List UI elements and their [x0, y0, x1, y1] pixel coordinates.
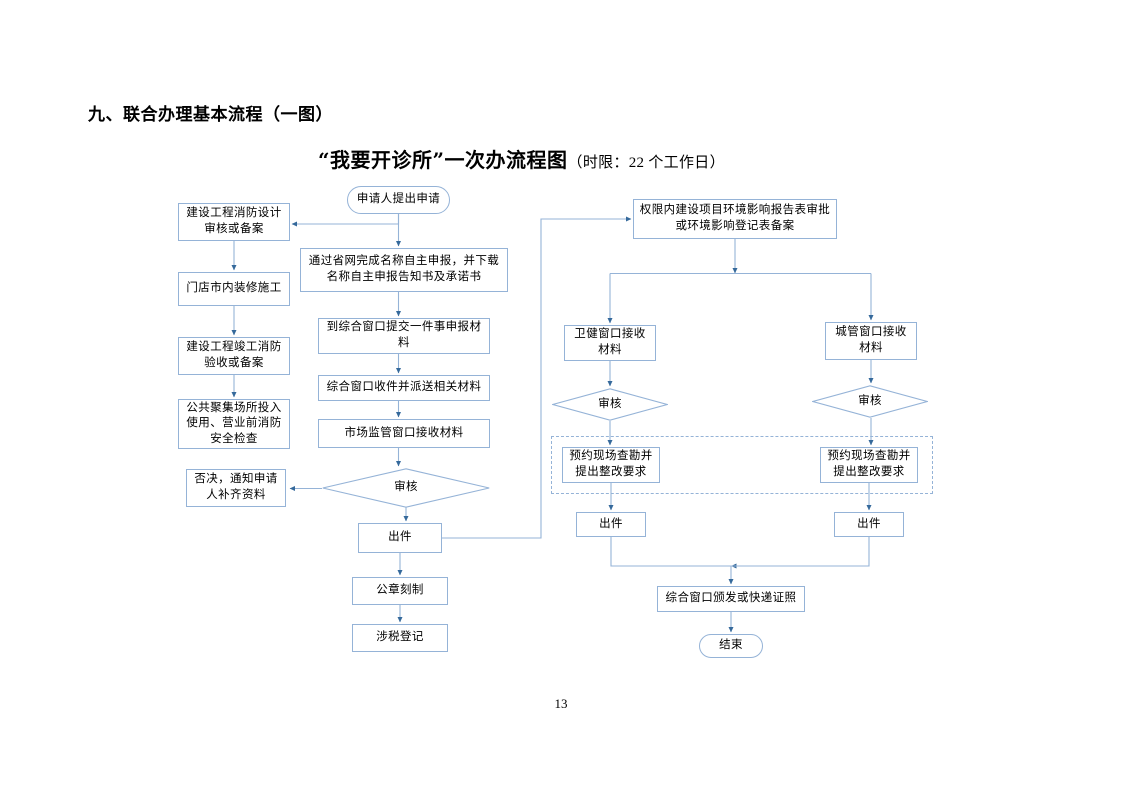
- chart-title-note: （时限：22 个工作日）: [567, 155, 725, 171]
- node-review-c: 审核: [322, 468, 490, 508]
- node-label: 城管窗口接收材料: [835, 326, 907, 354]
- node-label: 否决，通知申请人补齐资料: [194, 473, 278, 501]
- node-grant: 综合窗口颁发或快递证照: [657, 586, 805, 612]
- node-label: 预约现场查勘并提出整改要求: [827, 450, 911, 478]
- node-label: 公章刻制: [376, 584, 424, 597]
- node-fire-design: 建设工程消防设计审核或备案: [178, 203, 290, 241]
- node-review-r: 审核: [812, 385, 928, 418]
- diamond-shape: [552, 388, 668, 421]
- node-issue-c: 出件: [358, 523, 442, 553]
- node-label: 出件: [388, 531, 412, 544]
- node-label: 市场监管窗口接收材料: [344, 426, 464, 439]
- node-label: 涉税登记: [376, 631, 424, 644]
- node-name-decl: 通过省网完成名称自主申报，并下载名称自主申报告知书及承诺书: [300, 248, 508, 292]
- node-label: 建设工程消防设计审核或备案: [186, 207, 282, 235]
- node-label: 审核: [394, 481, 418, 494]
- node-label: 审核: [598, 397, 622, 410]
- node-issue-r: 出件: [834, 512, 904, 537]
- node-fire-check: 公共聚集场所投入使用、营业前消防安全检查: [178, 399, 290, 449]
- node-tax: 涉税登记: [352, 624, 448, 652]
- node-label: 结束: [719, 639, 743, 652]
- node-label: 综合窗口颁发或快递证照: [665, 592, 797, 605]
- node-label: 申请人提出申请: [356, 193, 441, 206]
- node-market-recv: 市场监管窗口接收材料: [318, 419, 490, 448]
- diamond-shape: [322, 468, 490, 508]
- node-survey-r: 预约现场查勘并提出整改要求: [820, 447, 918, 483]
- node-decoration: 门店市内装修施工: [178, 272, 290, 306]
- diamond-shape: [812, 385, 928, 418]
- node-end: 结束: [699, 634, 763, 658]
- node-review-l: 审核: [552, 388, 668, 421]
- chart-title-main: “我要开诊所”一次办流程图: [318, 148, 568, 172]
- node-issue-l: 出件: [576, 512, 646, 537]
- node-reject: 否决，通知申请人补齐资料: [186, 469, 286, 507]
- node-survey-l: 预约现场查勘并提出整改要求: [562, 447, 660, 483]
- node-label: 公共聚集场所投入使用、营业前消防安全检查: [186, 401, 282, 445]
- node-submit: 到综合窗口提交一件事申报材料: [318, 318, 490, 354]
- node-fire-accept: 建设工程竣工消防验收或备案: [178, 337, 290, 375]
- node-dispatch: 综合窗口收件并派送相关材料: [318, 375, 490, 401]
- node-label: 卫健窗口接收材料: [574, 328, 646, 356]
- node-start: 申请人提出申请: [347, 186, 450, 214]
- node-label: 门店市内装修施工: [186, 282, 282, 295]
- node-label: 到综合窗口提交一件事申报材料: [326, 321, 482, 349]
- node-label: 出件: [599, 517, 623, 530]
- node-label: 综合窗口收件并派送相关材料: [326, 381, 482, 394]
- node-label: 建设工程竣工消防验收或备案: [186, 341, 282, 369]
- node-seal: 公章刻制: [352, 577, 448, 605]
- node-label: 权限内建设项目环境影响报告表审批或环境影响登记表备案: [639, 204, 831, 232]
- node-env-approve: 权限内建设项目环境影响报告表审批或环境影响登记表备案: [633, 199, 837, 239]
- node-label: 通过省网完成名称自主申报，并下载名称自主申报告知书及承诺书: [308, 255, 500, 283]
- chart-title: “我要开诊所”一次办流程图（时限：22 个工作日）: [318, 144, 725, 173]
- node-health-recv: 卫健窗口接收材料: [564, 325, 656, 361]
- node-label: 出件: [857, 517, 881, 530]
- page-number: 13: [554, 696, 568, 711]
- node-label: 审核: [858, 394, 882, 407]
- node-label: 预约现场查勘并提出整改要求: [569, 450, 653, 478]
- dashed-region-survey-zone: [551, 436, 933, 494]
- section-heading: 九、联合办理基本流程（一图）: [88, 105, 333, 125]
- node-urban-recv: 城管窗口接收材料: [825, 322, 917, 360]
